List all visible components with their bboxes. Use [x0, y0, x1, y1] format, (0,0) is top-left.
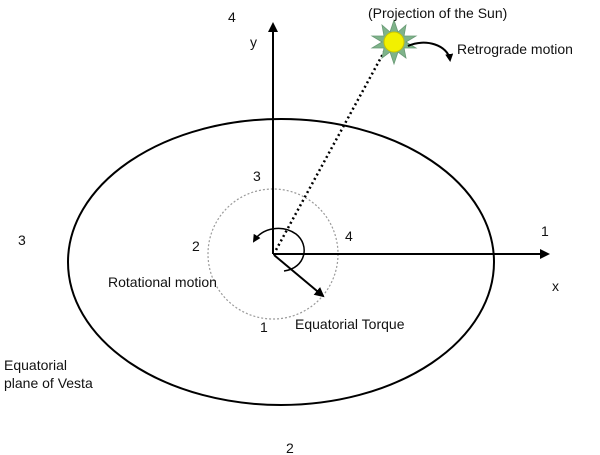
- inner-number-bottom: 1: [260, 319, 268, 335]
- outer-number-left: 3: [18, 232, 26, 248]
- outer-number-bottom: 2: [286, 440, 294, 455]
- y-axis-label: y: [250, 34, 257, 50]
- outer-number-right: 1: [541, 223, 549, 239]
- inner-number-right: 4: [345, 228, 353, 244]
- sun-icon: [370, 18, 418, 66]
- inner-number-left: 2: [192, 238, 200, 254]
- inner-number-top: 3: [253, 168, 261, 184]
- equatorial-plane-label-line2: plane of Vesta: [4, 375, 93, 391]
- equatorial-torque-arrow: [273, 254, 325, 298]
- equatorial-plane-ellipse: [67, 118, 495, 406]
- equatorial-plane-label-line1: Equatorial: [4, 357, 67, 373]
- outer-number-top: 4: [228, 9, 236, 25]
- retrograde-motion-arrow: [407, 41, 454, 62]
- x-axis-label: x: [552, 278, 559, 294]
- equatorial-torque-label: Equatorial Torque: [295, 316, 405, 332]
- rotational-motion-arrow: [252, 227, 305, 272]
- rotational-motion-label: Rotational motion: [108, 274, 217, 290]
- sun-direction-line: [274, 51, 386, 251]
- retrograde-motion-label: Retrograde motion: [457, 41, 573, 57]
- sun-caption: (Projection of the Sun): [368, 5, 507, 21]
